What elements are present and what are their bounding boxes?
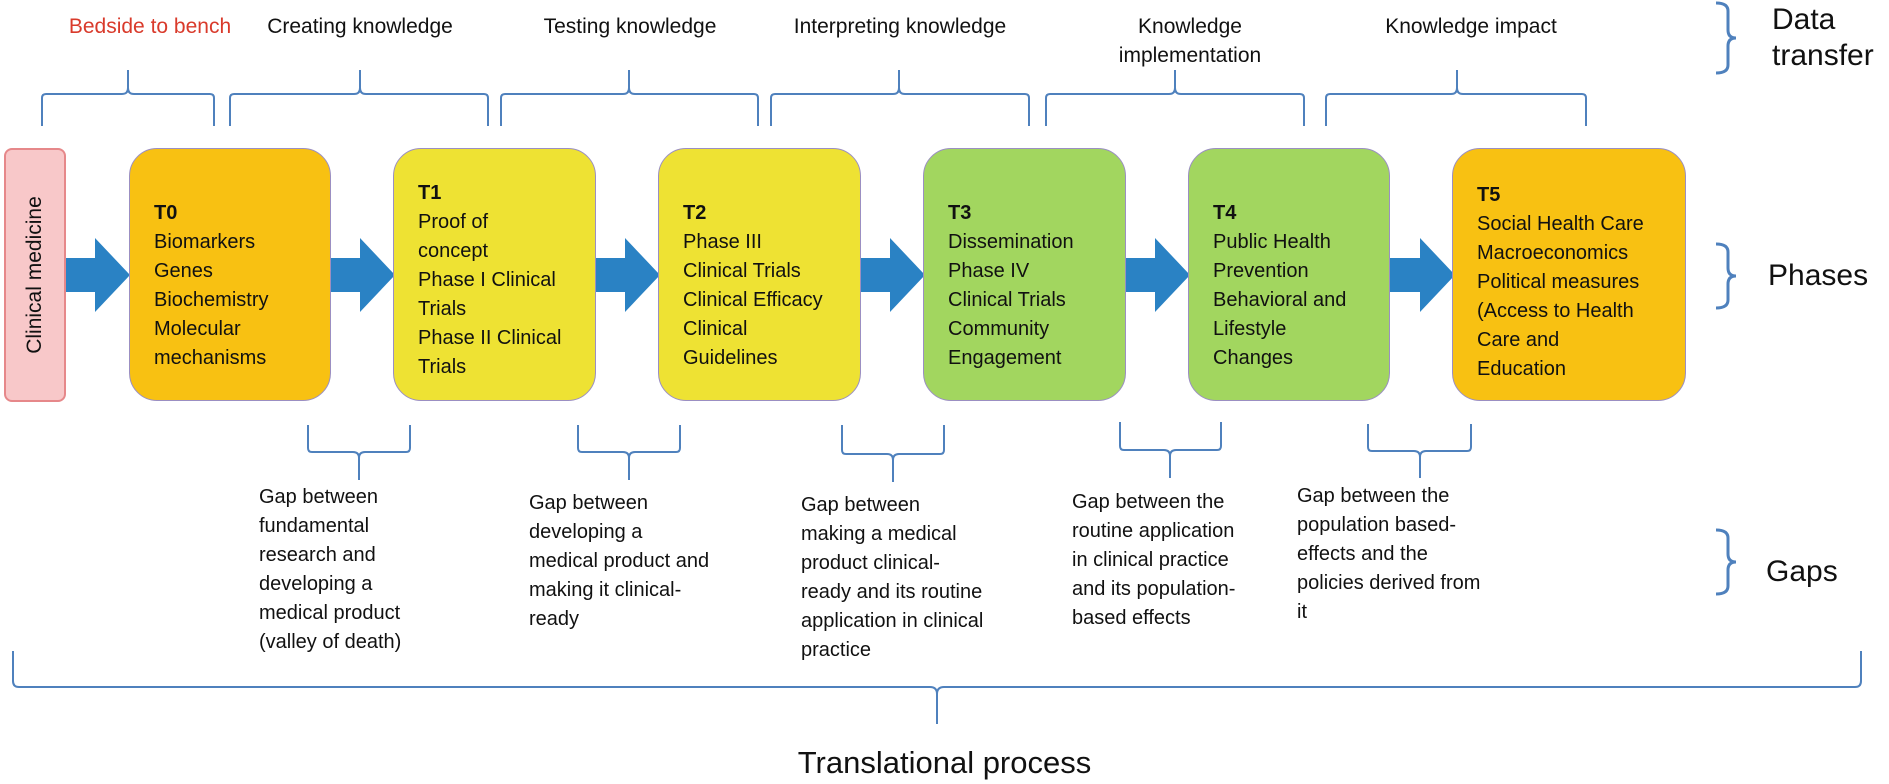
phase-text: Dissemination Phase IV Clinical Trials C… [948, 231, 1074, 369]
arrow-right-icon [65, 238, 130, 312]
right-brace-gaps [1715, 528, 1737, 596]
phase-box-t1: T1 Proof of concept Phase I Clinical Tri… [393, 148, 596, 401]
top-brace-testing [500, 70, 759, 126]
phase-text: Biomarkers Genes Biochemistry Molecular … [154, 231, 269, 369]
phase-text: Phase III Clinical Trials Clinical Effic… [683, 231, 823, 369]
gap-text-5: Gap between the population based- effect… [1297, 485, 1481, 623]
gap-text-1: Gap between fundamental research and dev… [259, 486, 402, 653]
header-testing-knowledge: Testing knowledge [543, 15, 717, 38]
arrow-right-icon [1125, 238, 1190, 312]
phase-text: Proof of concept Phase I Clinical Trials… [418, 211, 562, 378]
label-gaps: Gaps [1766, 555, 1838, 588]
phase-code: T3 [948, 202, 972, 224]
label-phases: Phases [1768, 259, 1869, 292]
gap-text-2: Gap between developing a medical product… [529, 492, 710, 630]
header-knowledge-impact: Knowledge impact [1385, 15, 1557, 38]
top-brace-bedside [41, 70, 215, 126]
header-creating-knowledge: Creating knowledge [267, 15, 453, 38]
phase-box-t5: T5 Social Health Care Macroeconomics Pol… [1452, 148, 1686, 401]
arrow-right-icon [330, 238, 395, 312]
arrow-right-icon [860, 238, 925, 312]
gap-brace-1 [307, 425, 411, 480]
gap-text-4: Gap between the routine application in c… [1072, 491, 1236, 629]
label-data-transfer: Data transfer [1772, 3, 1874, 72]
arrow-right-icon [1390, 238, 1455, 312]
header-interpreting-knowledge: Interpreting knowledge [793, 15, 1007, 38]
phase-code: T2 [683, 202, 707, 224]
phase-box-t0: T0 Biomarkers Genes Biochemistry Molecul… [129, 148, 331, 401]
gap-brace-3 [841, 425, 945, 482]
phase-box-t3: T3 Dissemination Phase IV Clinical Trial… [923, 148, 1126, 401]
clinical-medicine-label: Clinical medicine [23, 196, 46, 354]
clinical-medicine-box: Clinical medicine [4, 148, 66, 402]
phase-box-t4: T4 Public Health Prevention Behavioral a… [1188, 148, 1390, 401]
top-brace-creating [229, 70, 489, 126]
phase-code: T1 [418, 182, 442, 204]
bottom-title: Translational process [797, 745, 1092, 780]
arrow-right-icon [595, 238, 660, 312]
bottom-brace [12, 651, 1862, 724]
header-bedside-to-bench: Bedside to bench [68, 15, 232, 38]
right-brace-data-transfer [1715, 1, 1737, 75]
gap-brace-2 [577, 425, 681, 480]
top-brace-interpreting [770, 70, 1030, 126]
phase-code: T4 [1213, 202, 1237, 224]
phase-box-t2: T2 Phase III Clinical Trials Clinical Ef… [658, 148, 861, 401]
phase-text: Social Health Care Macroeconomics Politi… [1477, 213, 1644, 380]
phase-code: T5 [1477, 184, 1501, 206]
gap-brace-5 [1367, 424, 1472, 478]
right-brace-phases [1715, 242, 1737, 310]
phase-code: T0 [154, 202, 178, 224]
header-knowledge-implementation: Knowledge implementation [1118, 15, 1262, 67]
gap-brace-4 [1119, 422, 1222, 478]
top-brace-implementation [1045, 70, 1305, 126]
phase-text: Public Health Prevention Behavioral and … [1213, 231, 1347, 369]
top-brace-impact [1325, 70, 1587, 126]
gap-text-3: Gap between making a medical product cli… [801, 494, 984, 661]
